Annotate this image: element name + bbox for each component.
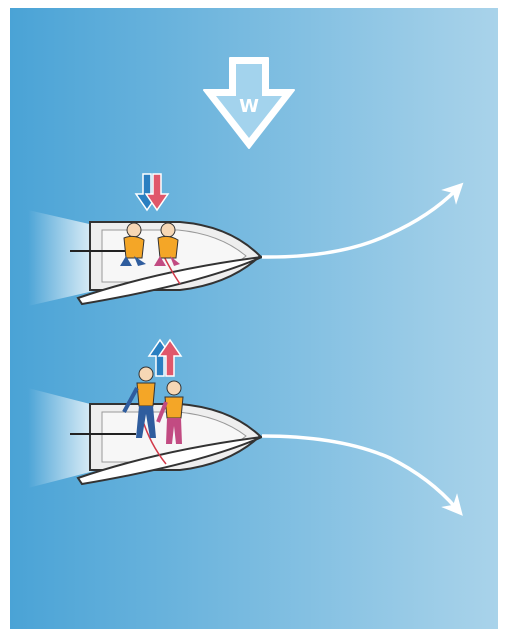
sail bbox=[76, 436, 263, 486]
sailor-helm bbox=[122, 366, 156, 438]
sailor-helm bbox=[120, 222, 146, 266]
sail bbox=[76, 256, 263, 306]
crew-crouched bbox=[120, 222, 180, 266]
wind-indicator: W bbox=[203, 57, 295, 149]
sailor-crew bbox=[154, 222, 180, 266]
course-path-down bbox=[261, 434, 463, 516]
up-arrows-icon bbox=[147, 338, 183, 377]
course-path-up bbox=[261, 182, 464, 259]
diagram-canvas: W bbox=[10, 8, 498, 629]
crew-standing bbox=[122, 366, 184, 444]
wind-label: W bbox=[239, 96, 259, 117]
boat-wake bbox=[28, 210, 98, 306]
sailor-crew bbox=[156, 380, 184, 444]
down-arrows-icon bbox=[134, 173, 170, 212]
boat-wake bbox=[28, 388, 98, 488]
scenario-crouch bbox=[28, 173, 464, 306]
scenario-stand bbox=[28, 338, 463, 516]
